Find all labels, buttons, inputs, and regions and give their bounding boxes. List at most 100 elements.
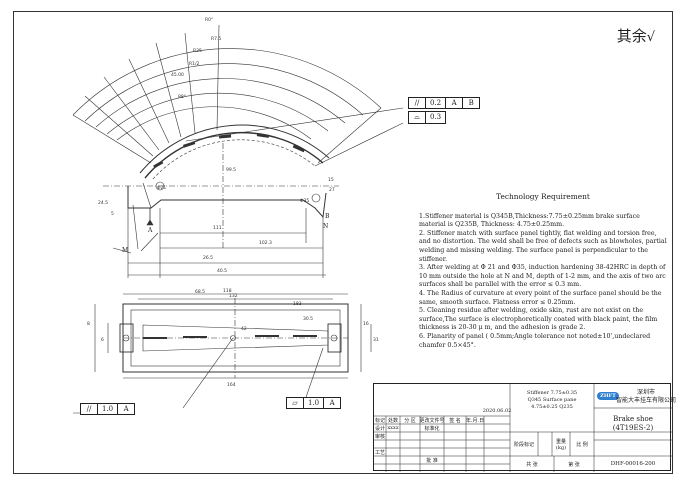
dim-31: 31 <box>373 337 379 343</box>
sheet-total: 共 张 <box>526 461 538 468</box>
datum-m-label: M <box>122 247 128 254</box>
profile-value: 0.3 <box>425 112 445 123</box>
profile-dimensions <box>112 208 326 278</box>
dim-26-5: 26.5 <box>203 255 213 261</box>
dim-24-5: 24.5 <box>98 200 108 206</box>
datum-ref-b: B <box>462 98 479 108</box>
requirement-item: 1.Stiffener material is Q345B,Thickness:… <box>419 212 640 229</box>
dim-132: 132 <box>229 293 238 299</box>
requirement-item: 3. After welding at Φ 21 and Φ35, induct… <box>419 264 666 289</box>
requirements-title: Technology Requirement <box>496 192 590 201</box>
dim-40-5: 40.5 <box>217 268 227 274</box>
stage-mark-label: 阶段标记 <box>513 441 534 448</box>
parallelism-value: 0.2 <box>425 98 445 108</box>
material-line: 4.75±0.25 Q235 <box>531 404 573 410</box>
dim-27: 27 <box>329 187 335 193</box>
angular-dimension-fan <box>72 24 382 164</box>
company-name: 深圳市 智能大丰挂车有限公司 <box>616 386 676 408</box>
company-line: 深圳市 <box>636 389 655 396</box>
dim-183: 183 <box>293 301 302 307</box>
roughness-label: 其余 <box>616 27 647 45</box>
dim-99-5: 99.5 <box>226 167 236 173</box>
scale-label: 比 例 <box>576 441 588 448</box>
part-name: Brake shoe (4T19ES-2) <box>594 412 672 436</box>
requirement-item: 4. The Radius of curvature at every poin… <box>419 289 662 306</box>
dim-angle-45: 45.00 <box>171 72 184 78</box>
datum-ref-a: A <box>117 404 134 414</box>
dim-30-5: 30.5 <box>303 316 313 322</box>
reviewer-label: 审核 <box>374 433 385 440</box>
drawing-number: DHF-00016-200 <box>610 461 656 467</box>
surface-profile-icon: ⌓ <box>414 113 420 121</box>
requirement-item: 2. Stiffener match with surface panel ti… <box>419 229 667 263</box>
dim-118: 118 <box>223 288 232 294</box>
dim-102-3: 102.3 <box>259 240 272 246</box>
approval-label: 批 准 <box>426 457 438 464</box>
datum-n-label: N <box>323 223 328 230</box>
datum-b-label: B <box>325 213 330 220</box>
dim-16: 16 <box>363 321 369 327</box>
dim-phi21: Φ21 <box>157 185 166 191</box>
header-cell: 签 名 <box>449 417 461 424</box>
datum-ref-a: A <box>445 98 462 108</box>
header-cell: 更改文件号 <box>419 417 445 424</box>
dim-42: 42 <box>241 326 247 332</box>
drawing-date: 2020.06.02 <box>482 408 512 414</box>
requirement-item: 6. Planarity of panel ( 0.5mm;Angle tole… <box>419 332 651 349</box>
title-block: Stiffener 7.75±0.35 Q345 Surface pane 4.… <box>373 383 676 472</box>
datum-ref-a: A <box>323 398 340 408</box>
dimension-labels: R0° R7.5 R25 R1/2 45.00 Φ21 Φ35 88° 99.5… <box>87 17 379 388</box>
dim-r2: R25 <box>193 48 202 54</box>
parallelism-value: 1.0 <box>97 404 117 414</box>
material-line: Stiffener 7.75±0.35 <box>526 390 578 396</box>
brake-surface-arc <box>139 124 330 180</box>
dim-111: 111 <box>213 225 222 231</box>
engineering-drawing: R0° R7.5 R25 R1/2 45.00 Φ21 Φ35 88° 99.5… <box>72 17 404 414</box>
dim-6: 6 <box>101 337 104 343</box>
header-cell: 标记 <box>374 417 385 424</box>
dim-8: 8 <box>87 321 90 327</box>
flatness-icon: ⏥ <box>292 399 298 407</box>
dim-15: 15 <box>328 177 334 183</box>
standardization-label: 标准化 <box>424 425 440 432</box>
company-logo: ZHFT <box>596 387 620 405</box>
surface-roughness-note: 其余√ <box>617 25 655 46</box>
parallelism-icon: // <box>86 405 92 413</box>
company-line: 智能大丰挂车有限公司 <box>616 397 677 404</box>
part-name-line: Brake shoe <box>613 415 653 423</box>
title-block-grid <box>374 384 672 472</box>
weld-segments <box>143 133 317 339</box>
parallelism-frame-bottom: // 1.0 A <box>80 403 136 415</box>
material-spec: Stiffener 7.75±0.35 Q345 Surface pane 4.… <box>512 390 592 411</box>
stiffener-profile <box>103 143 339 249</box>
sheet-number: 第 张 <box>568 461 580 468</box>
header-cell: 年.月.日 <box>465 417 485 424</box>
plan-view <box>73 293 372 414</box>
parallelism-icon: // <box>414 99 420 107</box>
dim-88deg: 88° <box>178 94 186 100</box>
header-cell: 分 区 <box>404 417 416 424</box>
roughness-symbol-icon: √ <box>646 30 655 45</box>
dim-r3: R1/2 <box>189 61 200 67</box>
datum-a-label: A <box>147 227 153 234</box>
parallelism-frame-top: // 0.2 A B <box>408 97 481 109</box>
process-label: 工艺 <box>374 449 385 456</box>
designer-name: xxxx <box>387 425 399 431</box>
weight-label: 重量 (kg) <box>555 438 567 451</box>
dim-r1: R7.5 <box>211 36 221 42</box>
designer-label: 设计 <box>374 425 385 432</box>
dim-164: 164 <box>227 382 236 388</box>
flatness-frame-bottom: ⏥ 1.0 A <box>286 397 342 409</box>
dim-radius-outer: R0° <box>205 17 213 23</box>
header-cell: 处数 <box>387 417 398 424</box>
logo-icon: ZHFT <box>597 392 619 400</box>
dim-phi35: Φ35 <box>300 198 309 204</box>
drawing-frame <box>13 11 673 474</box>
dim-5: 5 <box>111 211 114 217</box>
profile-frame-top: ⌓ 0.3 <box>408 111 447 124</box>
drawing-sheet: 其余√ <box>3 3 677 477</box>
material-line: Q345 Surface pane <box>527 397 577 403</box>
requirement-item: 5. Cleaning residue after welding, oxide… <box>419 307 658 332</box>
dim-68-5: 68.5 <box>195 289 205 295</box>
part-code-line: (4T19ES-2) <box>612 424 654 432</box>
